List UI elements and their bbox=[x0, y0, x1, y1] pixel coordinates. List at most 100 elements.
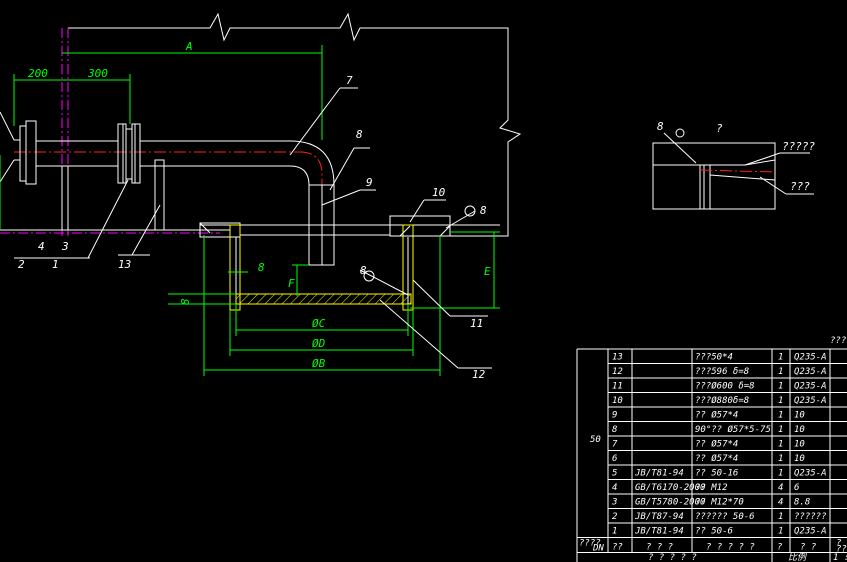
parts-row-no: 4 bbox=[612, 483, 617, 493]
parts-row-standard: JB/T81-94 bbox=[634, 527, 684, 537]
parts-row-material: 10 bbox=[794, 440, 805, 450]
footer-dn: DN bbox=[592, 544, 604, 554]
parts-row-qty: 1 bbox=[778, 353, 783, 363]
parts-row-no: 1 bbox=[612, 527, 617, 537]
footer-dn-top: ???? bbox=[579, 539, 601, 549]
parts-row-material: Q235-A bbox=[794, 527, 827, 537]
parts-row-material: 6 bbox=[794, 483, 799, 493]
parts-row-material: Q235-A bbox=[794, 469, 827, 479]
footer-mark-bottom: ?? bbox=[836, 545, 847, 555]
parts-row-material: Q235-A bbox=[794, 367, 827, 377]
dim-300: 300 bbox=[87, 67, 108, 80]
parts-row-standard: GB/T5780-2000 bbox=[635, 498, 705, 508]
parts-row-qty: 1 bbox=[778, 440, 783, 450]
weld-symbol-bottom: 8 bbox=[360, 264, 367, 277]
dim-F: F bbox=[288, 277, 295, 290]
group-label: 50 bbox=[590, 435, 601, 445]
parts-row-no: 13 bbox=[612, 353, 623, 363]
balloon-12: 12 bbox=[472, 368, 486, 381]
parts-row-material: Q235-A bbox=[794, 353, 827, 363]
parts-row-name: ?? Ø57*4 bbox=[695, 439, 738, 450]
wall-break-outline bbox=[68, 12, 522, 237]
balloon-10: 10 bbox=[432, 186, 446, 199]
parts-row-no: 2 bbox=[612, 512, 617, 522]
dim-phi-D: ØD bbox=[312, 337, 326, 350]
parts-row-material: ?????? bbox=[794, 512, 827, 522]
parts-row-no: 8 bbox=[612, 425, 617, 435]
scale-label: 比例 bbox=[788, 552, 808, 562]
parts-row-qty: 4 bbox=[778, 498, 783, 508]
dim-A: A bbox=[185, 40, 193, 53]
parts-row-standard: GB/T6170-2000 bbox=[635, 483, 705, 493]
dim-8-horizontal: 8 bbox=[258, 261, 265, 274]
weld-symbol-8: 8 bbox=[480, 204, 487, 217]
parts-row-name: ???50*4 bbox=[695, 353, 733, 363]
parts-row-no: 10 bbox=[612, 396, 623, 406]
corner-mark: ??? bbox=[830, 336, 846, 346]
parts-row-material: 10 bbox=[794, 454, 805, 464]
parts-row-no: 9 bbox=[612, 411, 617, 421]
parts-row-material: 10 bbox=[794, 411, 805, 421]
balloon-1: 1 bbox=[52, 258, 59, 271]
parts-row-name: ?????? 50-6 bbox=[695, 512, 755, 522]
footer-mark-top: ? bbox=[836, 539, 841, 549]
parts-row-material: Q235-A bbox=[794, 382, 827, 392]
parts-row-no: 12 bbox=[612, 367, 623, 377]
dim-phi-C: ØC bbox=[312, 317, 326, 330]
parts-row-name: 90°?? Ø57*5-75 bbox=[695, 424, 771, 435]
parts-row-qty: 1 bbox=[778, 527, 783, 537]
parts-row-material: 10 bbox=[794, 425, 805, 435]
parts-row-standard: JB/T87-94 bbox=[634, 512, 684, 522]
drawing-title: ? ? ? ? ? bbox=[648, 553, 697, 562]
dim-200: 200 bbox=[28, 67, 48, 80]
balloon-8: 8 bbox=[356, 128, 363, 141]
balloon-13: 13 bbox=[118, 258, 131, 271]
dim-phi-B: ØB bbox=[312, 357, 326, 370]
scale-value: 1 : bbox=[833, 553, 847, 562]
dim-8-vertical: 8 bbox=[179, 298, 192, 305]
parts-row-name: ?? 50-16 bbox=[695, 469, 738, 479]
balloon-2: 2 bbox=[18, 258, 25, 271]
detail-weld-mark: 8 bbox=[657, 120, 664, 133]
balloon-9: 9 bbox=[366, 176, 373, 189]
parts-row-name: ?? Ø57*4 bbox=[695, 410, 738, 421]
parts-row-standard: JB/T81-94 bbox=[634, 469, 684, 479]
parts-row-qty: 1 bbox=[778, 454, 783, 464]
parts-row-name: ?? 50-6 bbox=[695, 527, 733, 537]
balloon-4: 4 bbox=[38, 240, 45, 253]
parts-row-no: 6 bbox=[612, 454, 617, 464]
parts-row-no: 5 bbox=[612, 469, 617, 479]
detail-note-1: ????? bbox=[782, 140, 815, 153]
parts-row-name: ?? Ø57*4 bbox=[695, 453, 738, 464]
balloon-7: 7 bbox=[346, 74, 353, 87]
footer-name: ? ? ? ? ? bbox=[706, 543, 755, 553]
parts-row-name: ???Ø880δ=8 bbox=[695, 395, 749, 406]
parts-row-qty: 1 bbox=[778, 367, 783, 377]
balloon-11: 11 bbox=[470, 317, 483, 330]
parts-row-no: 11 bbox=[612, 382, 623, 392]
parts-row-qty: 1 bbox=[778, 469, 783, 479]
dimension-lines: A 200 300 E F 8 8 ØC ØD bbox=[0, 40, 500, 376]
parts-row-name: ?? M12 bbox=[695, 483, 728, 493]
pipe-assembly bbox=[0, 111, 500, 266]
footer-qty: ? bbox=[777, 543, 782, 553]
footer-material: ? ? bbox=[800, 543, 816, 553]
parts-row-qty: 1 bbox=[778, 411, 783, 421]
parts-row-material: 8.8 bbox=[794, 498, 810, 508]
parts-row-material: Q235-A bbox=[794, 396, 827, 406]
balloon-3: 3 bbox=[61, 240, 69, 253]
detail-note-2: ??? bbox=[790, 180, 810, 193]
parts-row-name: ?? M12*70 bbox=[695, 498, 744, 508]
parts-row-qty: 1 bbox=[778, 512, 783, 522]
parts-row-qty: 1 bbox=[778, 425, 783, 435]
parts-row-name: ???596 δ=8 bbox=[695, 367, 749, 377]
parts-row-qty: 1 bbox=[778, 382, 783, 392]
parts-row-no: 3 bbox=[611, 498, 617, 508]
tank-section bbox=[199, 215, 451, 311]
parts-row-name: ???Ø600 δ=8 bbox=[695, 381, 755, 392]
parts-row-no: 7 bbox=[612, 440, 618, 450]
detail-label: ? bbox=[716, 122, 723, 135]
dim-E: E bbox=[484, 265, 491, 278]
